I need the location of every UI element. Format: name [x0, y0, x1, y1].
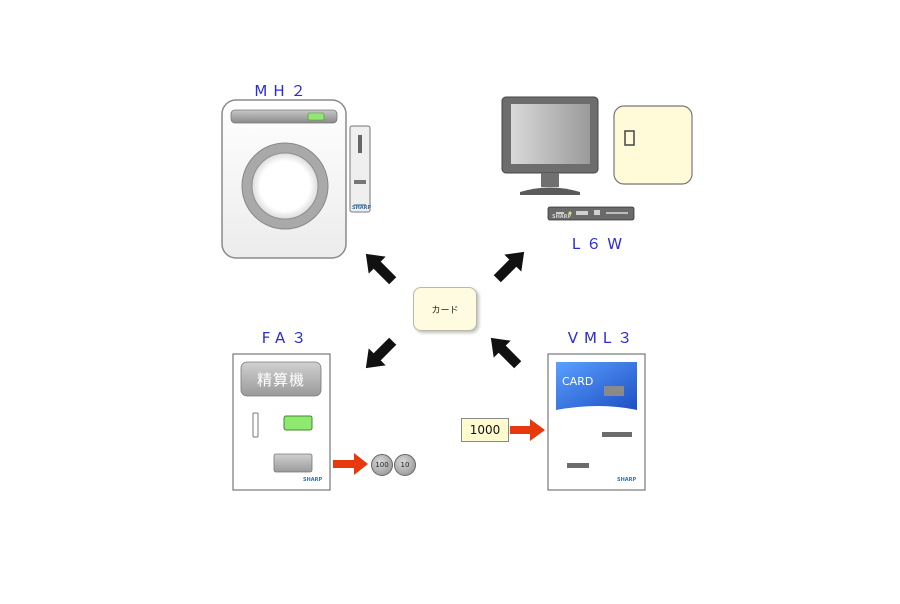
mh2-label: MH２	[254, 82, 312, 100]
coin-100: 100	[371, 454, 393, 476]
mh2-control-unit	[349, 125, 371, 213]
mh2-logo: SHARP	[352, 205, 372, 211]
l6w-monitor	[501, 96, 599, 195]
fa3-label: FA３	[261, 329, 313, 347]
coin-10: 10	[394, 454, 416, 476]
arrow-to-l6w	[493, 251, 525, 283]
center-card-node: カード	[413, 287, 477, 331]
l6w-card-reader	[613, 105, 693, 185]
l6w-label: L６W	[571, 235, 629, 253]
arrow-to-mh2	[365, 253, 397, 285]
vml3-card-vending-machine	[547, 353, 646, 491]
red-arrow-coins-out	[333, 453, 368, 475]
vml3-label: VML３	[567, 329, 639, 347]
l6w-logo: SHARP	[552, 214, 572, 220]
vml3-logo: SHARP	[617, 477, 637, 483]
fa3-screen-text: 精算機	[256, 370, 305, 389]
fa3-logo: SHARP	[303, 477, 323, 483]
arrow-to-fa3	[365, 337, 397, 369]
vml3-card-text: CARD	[562, 375, 594, 388]
arrow-from-vml3	[490, 337, 522, 369]
l6w-base-unit	[547, 206, 635, 221]
bill-1000: 1000	[461, 418, 509, 442]
red-arrow-bill-in	[510, 419, 545, 441]
fa3-settlement-machine	[232, 353, 331, 491]
mh2-washer-device	[221, 99, 347, 259]
